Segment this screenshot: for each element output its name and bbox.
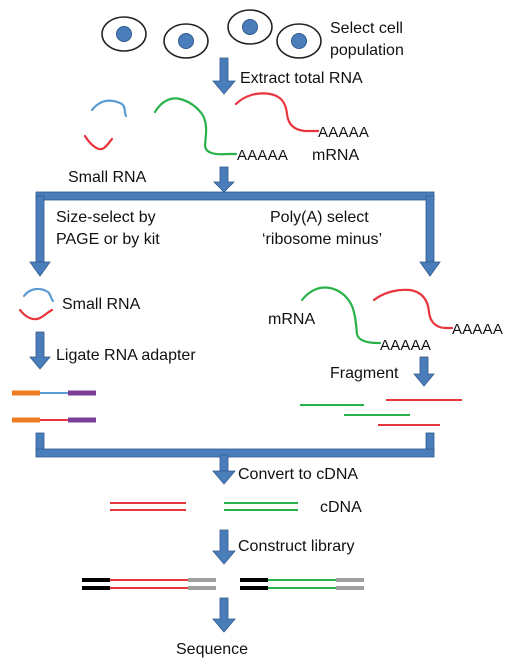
size-select-label-line2: PAGE or by kit — [56, 231, 160, 248]
mrna-green-strand-top — [153, 97, 238, 156]
cell — [276, 23, 322, 59]
small-rna-red-strand — [83, 134, 114, 151]
down-arrow-ligate — [29, 331, 51, 370]
sequence-label: Sequence — [176, 641, 248, 658]
polya-tail-green-top: AAAAA — [237, 147, 288, 164]
extract-rna-label: Extract total RNA — [240, 70, 363, 87]
mrna-label-right: mRNA — [268, 311, 315, 328]
mrna-label-top: mRNA — [312, 147, 359, 164]
down-arrow-split — [213, 166, 235, 193]
down-arrow-construct — [212, 529, 236, 565]
convert-cdna-label: Convert to cDNA — [238, 466, 358, 483]
small-rna-blue-strand — [90, 99, 128, 118]
small-rna-red-strand-left — [18, 308, 54, 321]
down-arrow-sequence — [212, 597, 236, 633]
small-rna-label-top: Small RNA — [68, 169, 147, 186]
polya-tail-red-right: AAAAA — [452, 321, 503, 338]
construct-library-label: Construct library — [238, 538, 354, 555]
select-cell-label-line2: population — [330, 42, 404, 59]
cell-population — [101, 9, 322, 59]
select-cell-label-line1: Select cell — [330, 20, 403, 37]
mrna-red-strand-top — [234, 92, 320, 133]
cell — [163, 23, 209, 59]
branch-split-connector — [29, 191, 441, 277]
rna-fragments — [300, 399, 462, 426]
fragment-label: Fragment — [330, 365, 399, 382]
polya-select-label-line2: ‘ribosome minus’ — [262, 231, 382, 248]
down-arrow-extract — [212, 57, 236, 95]
small-rna-blue-strand-left — [22, 287, 55, 303]
cell — [101, 16, 147, 52]
mrna-green-strand-right — [300, 286, 382, 345]
down-arrow-fragment — [413, 356, 435, 387]
mrna-red-strand-right — [372, 288, 454, 330]
polya-select-label-line1: Poly(A) select — [270, 209, 369, 226]
cell — [227, 9, 273, 45]
cdna-green-duplex — [224, 502, 298, 511]
library-fragment-red — [82, 578, 216, 590]
ligate-adapter-label: Ligate RNA adapter — [56, 347, 196, 364]
size-select-label-line1: Size-select by — [56, 209, 156, 226]
cdna-label: cDNA — [320, 499, 362, 516]
small-rna-label-left: Small RNA — [62, 296, 141, 313]
polya-tail-red-top: AAAAA — [318, 124, 369, 141]
library-fragment-green — [240, 578, 364, 590]
cdna-red-duplex — [110, 502, 186, 511]
branch-merge-connector — [35, 432, 435, 485]
polya-tail-green-right: AAAAA — [380, 337, 431, 354]
